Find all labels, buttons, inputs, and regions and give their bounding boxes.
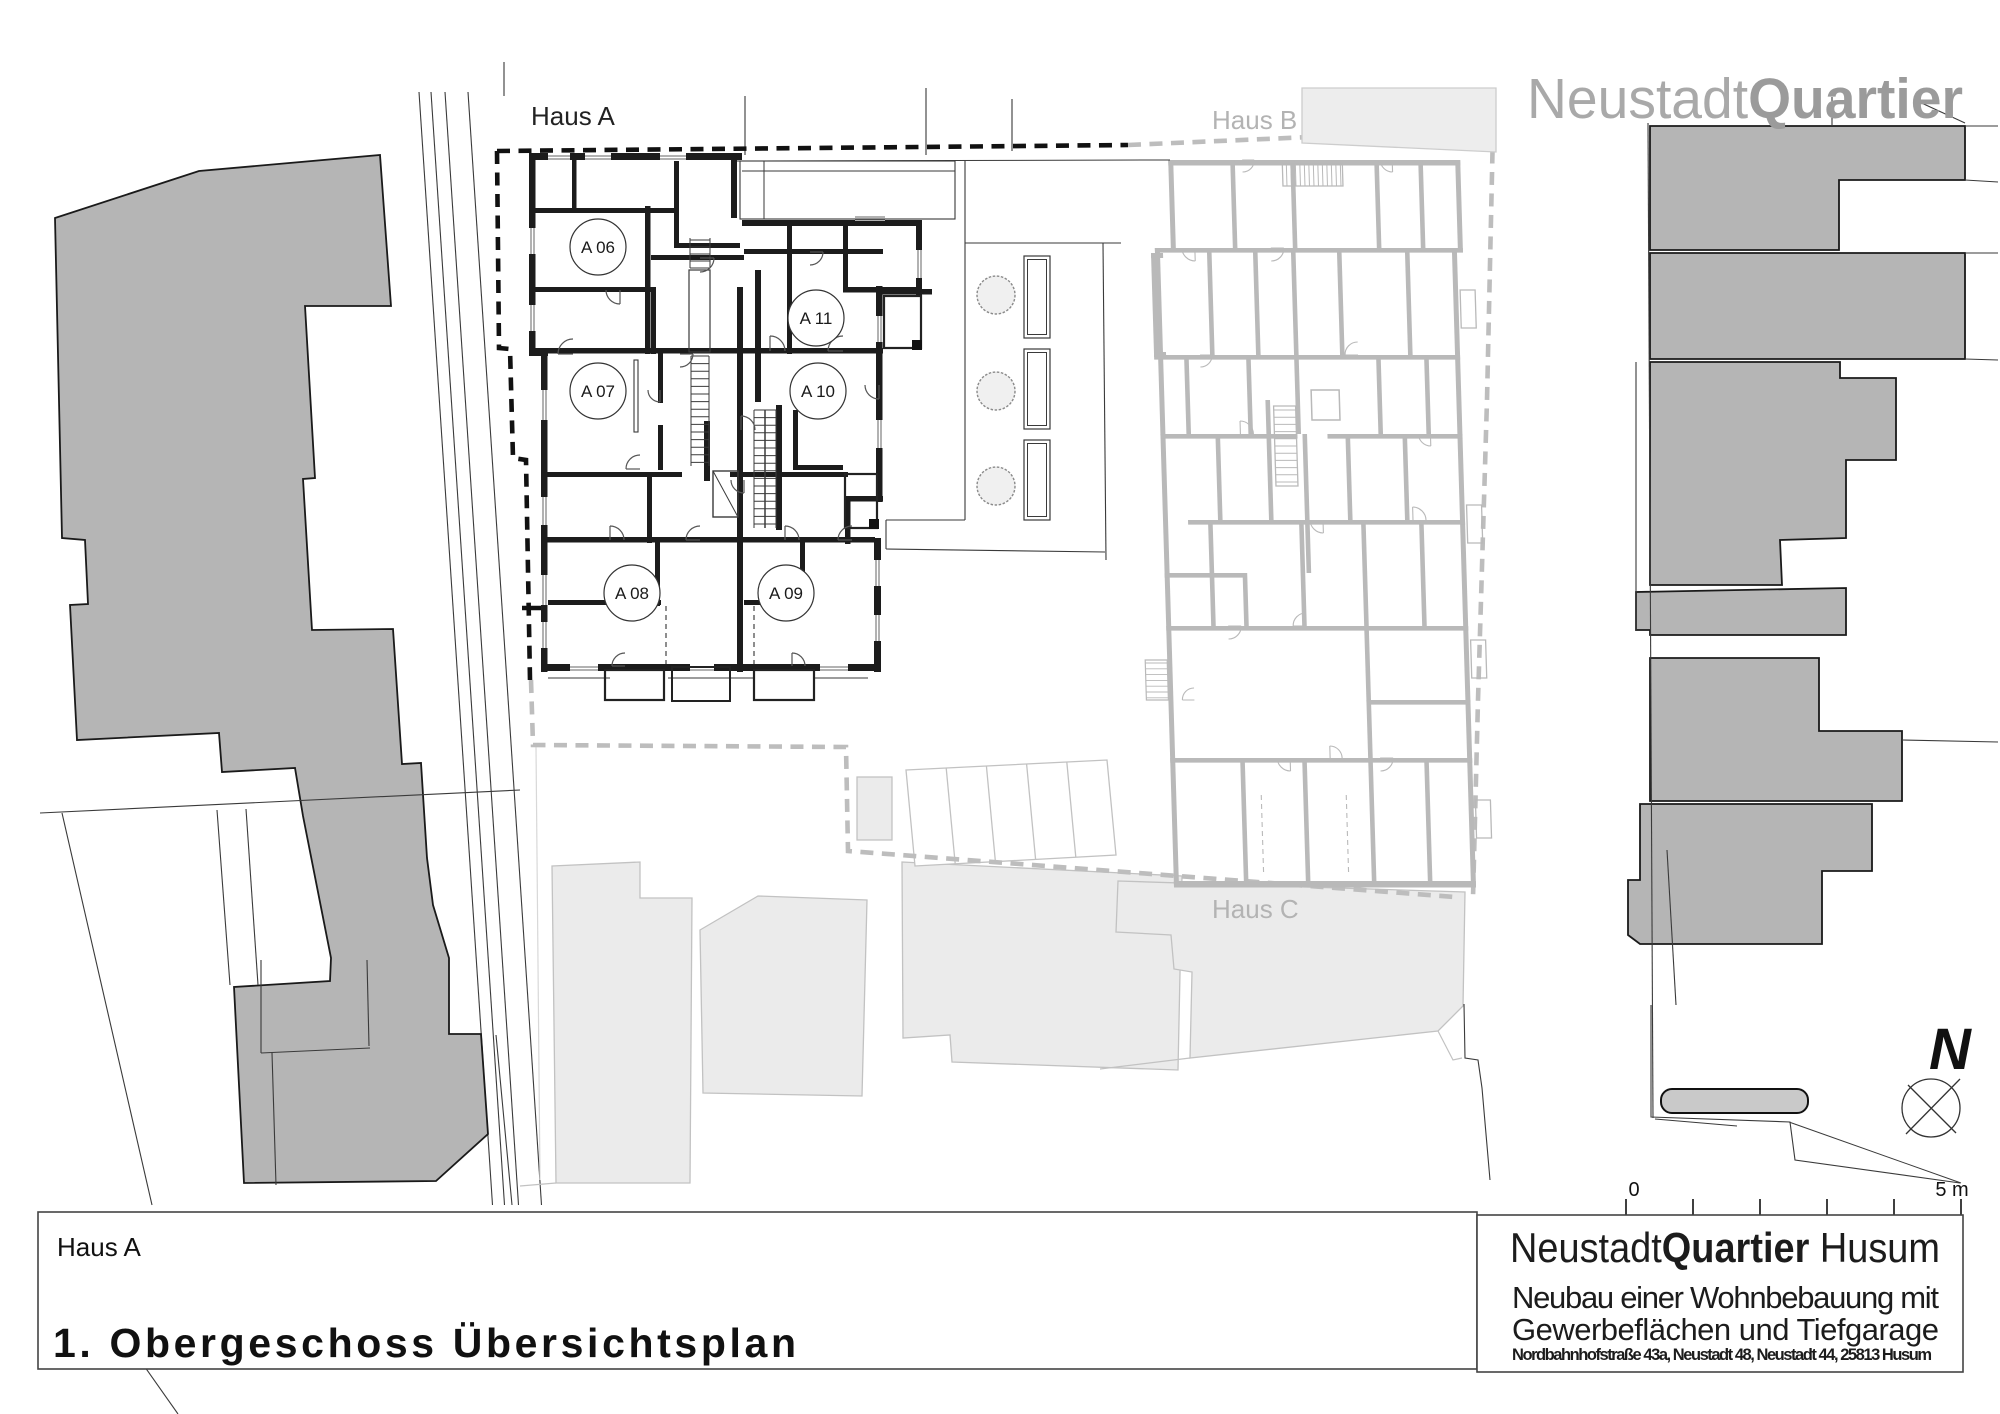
svg-text:Neubau einer Wohnbebauung mit: Neubau einer Wohnbebauung mit <box>1512 1280 1939 1315</box>
svg-text:Haus B: Haus B <box>1212 105 1297 135</box>
svg-text:Haus C: Haus C <box>1212 894 1299 924</box>
svg-text:Haus A: Haus A <box>57 1232 141 1262</box>
svg-text:N: N <box>1929 1017 1972 1082</box>
svg-text:NeustadtQuartier: NeustadtQuartier <box>1527 67 1963 131</box>
svg-text:NeustadtQuartier Husum: NeustadtQuartier Husum <box>1510 1224 1940 1271</box>
svg-text:Haus A: Haus A <box>531 101 615 131</box>
svg-text:5 m: 5 m <box>1935 1179 1968 1201</box>
svg-text:A 10: A 10 <box>801 382 835 401</box>
svg-text:0: 0 <box>1628 1179 1639 1201</box>
svg-text:A 06: A 06 <box>581 238 615 257</box>
svg-text:1. Obergeschoss Übersichtsplan: 1. Obergeschoss Übersichtsplan <box>53 1320 796 1366</box>
svg-text:A 09: A 09 <box>769 584 803 603</box>
svg-text:Nordbahnhofstraße 43a, Neustad: Nordbahnhofstraße 43a, Neustadt 48, Neus… <box>1512 1346 1932 1364</box>
svg-text:A 08: A 08 <box>615 584 649 603</box>
svg-text:Gewerbeflächen und Tiefgarage: Gewerbeflächen und Tiefgarage <box>1512 1312 1939 1347</box>
svg-text:A 11: A 11 <box>800 309 833 328</box>
svg-text:A 07: A 07 <box>581 382 615 401</box>
